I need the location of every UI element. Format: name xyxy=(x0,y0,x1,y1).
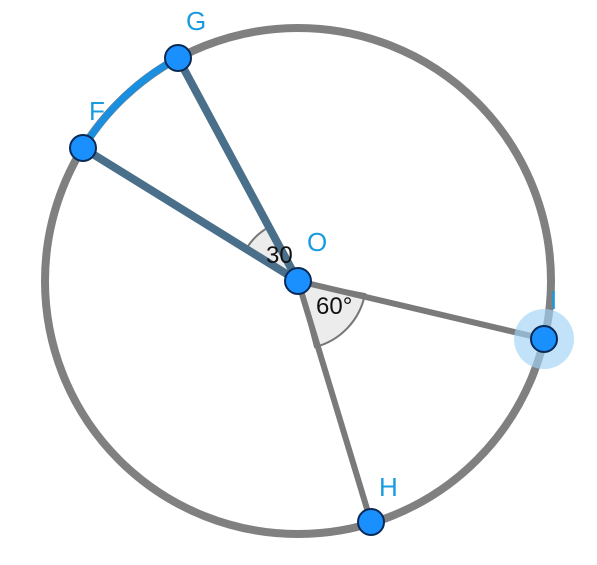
segment-oi[interactable] xyxy=(295,278,547,342)
segment-oh[interactable] xyxy=(295,278,374,525)
label-i: I xyxy=(550,285,557,315)
point-f[interactable] xyxy=(69,134,97,162)
label-g: G xyxy=(186,6,206,36)
angle-label-fog: 30 xyxy=(266,242,293,269)
point-i[interactable] xyxy=(530,325,558,353)
label-h: H xyxy=(379,472,398,502)
angle-label-hoi: 60° xyxy=(316,293,352,320)
segment-of[interactable] xyxy=(79,144,302,285)
point-o[interactable] xyxy=(284,267,312,295)
label-f: F xyxy=(89,96,105,126)
segment-og[interactable] xyxy=(174,54,302,285)
circle xyxy=(41,24,555,538)
label-o: O xyxy=(307,227,327,257)
point-h[interactable] xyxy=(357,508,385,536)
point-g[interactable] xyxy=(164,44,192,72)
